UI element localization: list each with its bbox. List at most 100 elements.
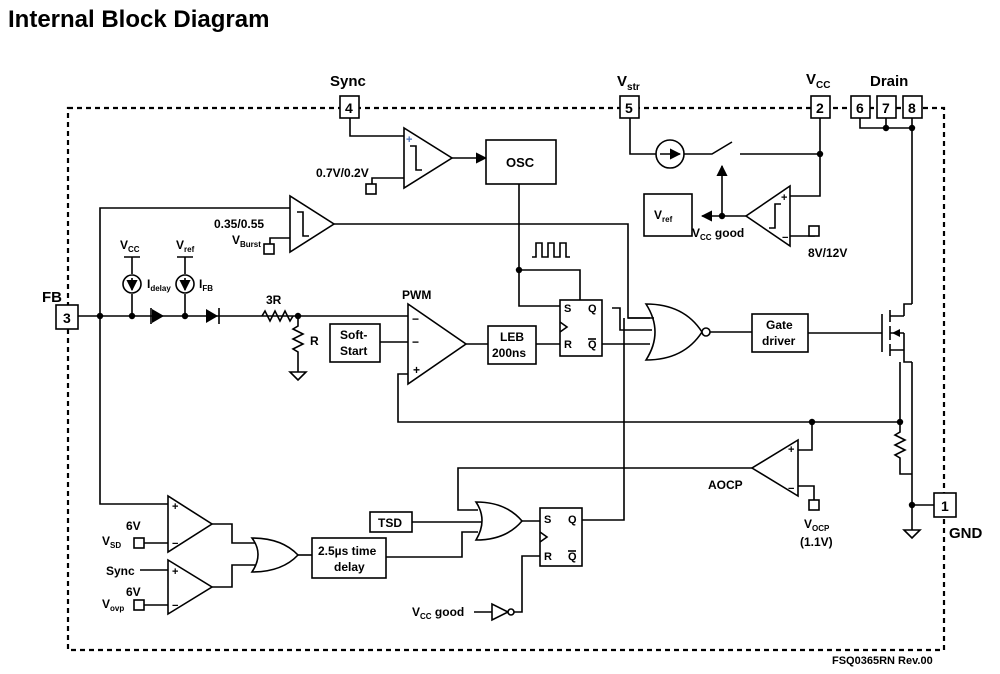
sd-plus: +: [172, 501, 178, 513]
pin-vcc-number: 2: [816, 100, 824, 116]
pin-fb: FB 3: [42, 289, 79, 330]
aocp-label: AOCP: [708, 478, 743, 492]
revision-label: FSQ0365RN Rev.00: [832, 655, 933, 667]
chip-boundary: [66, 106, 946, 652]
vocp-value: (1.1V): [800, 535, 833, 549]
ifb-vref-label: Vref: [176, 238, 195, 254]
gate-driver-label-1: Gate: [766, 318, 793, 332]
uvlo-threshold-label: 8V/12V: [808, 246, 847, 260]
pin-drain: Drain 6 7 8: [850, 73, 923, 132]
burst-threshold-label: 0.35/0.55: [214, 217, 264, 231]
pin-sync-number: 4: [345, 100, 353, 116]
soft-start-label-2: Start: [340, 344, 367, 358]
burst-comparator: [289, 194, 336, 254]
diode-2: [206, 309, 218, 323]
pwm-comparator: [407, 302, 468, 386]
tsd-label: TSD: [378, 516, 402, 530]
uvlo-minus: −: [782, 232, 788, 244]
ovp-sync-label: Sync: [106, 564, 135, 578]
sd-voltage: 6V: [126, 519, 141, 533]
osc-block: [485, 139, 557, 185]
osc-label: OSC: [506, 155, 535, 170]
delay-label-2: delay: [334, 560, 365, 574]
sync-comp-plus: +: [406, 134, 412, 146]
soft-start-block: [329, 323, 381, 363]
ff2-r: R: [544, 551, 552, 563]
vref-block: [643, 193, 693, 237]
power-mosfet: [881, 128, 913, 430]
or-gate-2: [474, 501, 524, 541]
pin-drain-label: Drain: [870, 73, 908, 90]
pin-gnd-label: GND: [949, 525, 983, 542]
pin-gnd-number: 1: [941, 498, 949, 514]
pin-gnd: 1 GND: [933, 492, 983, 542]
pin-vstr: Vstr 5: [617, 73, 640, 119]
pin-fb-label: FB: [42, 289, 62, 306]
vsd-label: VSD: [102, 534, 121, 550]
resistor-3r: [261, 309, 294, 323]
nor-gate: [644, 303, 703, 361]
sd-minus: −: [172, 538, 178, 550]
pwm-plus: +: [413, 363, 420, 377]
vcc-good-inverter: [491, 602, 510, 622]
diode-1: [152, 309, 164, 323]
vburst-label: VBurst: [232, 233, 261, 249]
uvlo-comparator: [744, 184, 791, 248]
delay-block: [311, 537, 387, 579]
leb-label-2: 200ns: [492, 346, 526, 360]
sd-comparator: [167, 494, 214, 554]
soft-start-label-1: Soft-: [340, 328, 367, 342]
pwm-label: PWM: [402, 288, 431, 302]
ff1-s: S: [564, 303, 571, 315]
leb-block: [487, 325, 537, 365]
pin-drain-number-8: 8: [908, 100, 916, 116]
pwm-minus-1: −: [412, 312, 419, 326]
pin-sync-label: Sync: [330, 73, 366, 90]
idelay-label: Idelay: [147, 277, 171, 293]
vcc-good-bottom-label: VCC good: [412, 605, 464, 621]
vovp-label: Vovp: [102, 597, 124, 613]
ff2-s: S: [544, 514, 551, 526]
sync-comparator: [403, 126, 454, 190]
pin-vcc-label: VCC: [806, 71, 830, 91]
vocp-label: VOCP: [804, 517, 830, 533]
clock-waveform: [532, 242, 570, 258]
pwm-minus-2: −: [412, 335, 419, 349]
leb-label-1: LEB: [500, 330, 524, 344]
gate-driver-label-2: driver: [762, 334, 796, 348]
page-title: Internal Block Diagram: [8, 6, 270, 33]
pin-fb-number: 3: [63, 310, 71, 326]
uvlo-plus: +: [781, 192, 787, 204]
ff2-q: Q: [568, 514, 577, 526]
ff1-qbar: Q: [588, 339, 597, 351]
ff1-q: Q: [588, 303, 597, 315]
ovp-minus: −: [172, 600, 178, 612]
pin-drain-number-7: 7: [882, 100, 890, 116]
ifb-label: IFB: [199, 277, 213, 293]
vcc-good-label: VCC good: [692, 226, 744, 242]
aocp-comparator: [750, 438, 799, 498]
or-gate-1: [250, 537, 300, 573]
ovp-plus: +: [172, 566, 178, 578]
pin-vstr-number: 5: [625, 100, 633, 116]
ovp-comparator: [167, 558, 214, 616]
sense-resistor: [893, 422, 912, 475]
aocp-plus: +: [788, 444, 794, 456]
ff2-qbar: Q: [568, 551, 577, 563]
aocp-minus: −: [788, 483, 794, 495]
pin-vstr-label: Vstr: [617, 73, 640, 93]
pin-vcc: VCC 2: [806, 71, 831, 119]
ff1-r: R: [564, 339, 572, 351]
pin-sync: Sync 4: [330, 73, 366, 119]
idelay-vcc-label: VCC: [120, 238, 140, 254]
vref-block-label: Vref: [654, 208, 673, 224]
resistor-3r-label: 3R: [266, 293, 282, 307]
sync-threshold-label: 0.7V/0.2V: [316, 166, 369, 180]
resistor-r: [291, 316, 305, 372]
delay-label-1: 2.5µs time: [318, 544, 377, 558]
resistor-r-label: R: [310, 334, 319, 348]
pin-drain-number-6: 6: [856, 100, 864, 116]
pwm-flip-flop: [559, 299, 603, 357]
ovp-voltage: 6V: [126, 585, 141, 599]
